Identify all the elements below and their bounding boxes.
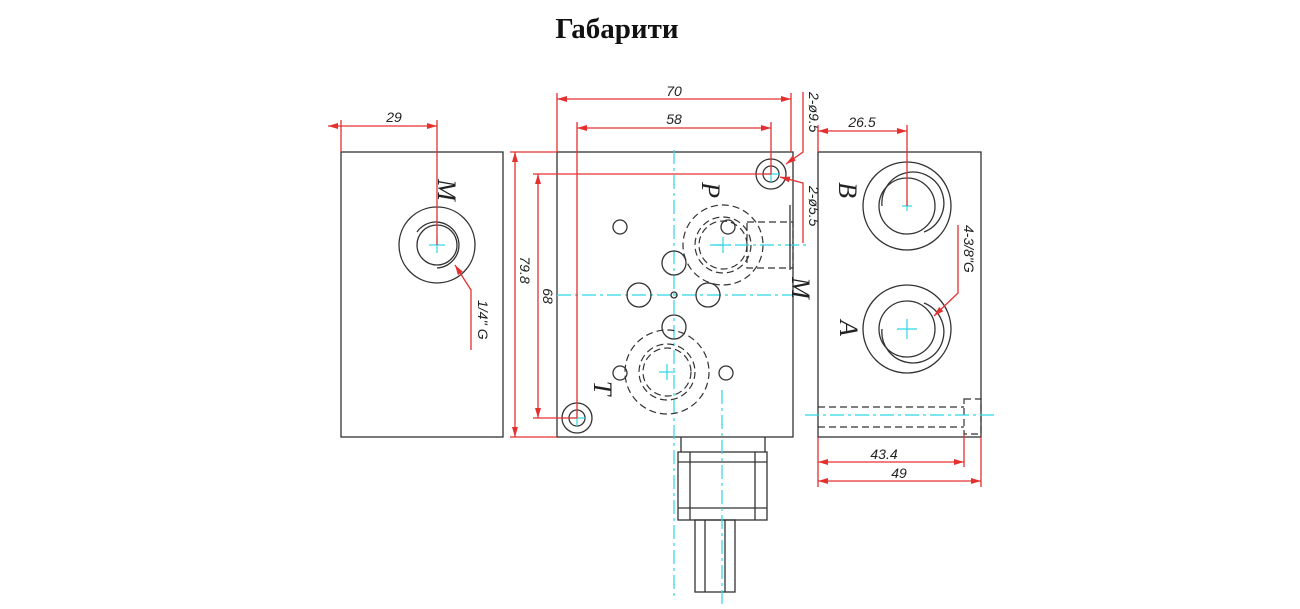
port-label-p: P (696, 181, 725, 198)
left-view: M 29 1/4'' G (328, 109, 504, 438)
port-label-t: T (588, 381, 617, 397)
dim-body-height: 79.8 (517, 256, 533, 283)
port-label-m-front: M (786, 276, 815, 300)
callout-gauge-thread: 1/4'' G (475, 300, 491, 340)
dim-bolt-length: 43.4 (870, 446, 897, 462)
port-label-a: A (834, 318, 863, 336)
page-title: Габарити (555, 13, 678, 45)
dim-right-width: 49 (891, 465, 907, 481)
callout-work-port-thread: 4-3/8"G (961, 225, 977, 273)
port-label-b: B (833, 182, 862, 198)
gauge-port-thread-arc (416, 221, 460, 269)
left-block-outline (340, 151, 504, 438)
callout-mount-hole-inner: 2-ø5.5 (806, 185, 822, 227)
leader-gauge-thread (454, 264, 472, 350)
callout-mount-hole-outer: 2-ø9.5 (806, 91, 822, 133)
dim-hole-spacing-x: 58 (666, 111, 682, 127)
dim-right-offset: 26.5 (847, 114, 875, 130)
side-block-outline (817, 151, 982, 438)
side-view: B A 26.5 4-3/8"G 43.4 49 (805, 114, 995, 487)
dim-hole-spacing-y: 68 (540, 288, 556, 304)
front-view: P T M 70 58 79.8 68 2-ø9.5 2-ø5.5 (510, 83, 822, 605)
dim-left-width: 29 (385, 109, 402, 125)
dim-body-width: 70 (666, 83, 682, 99)
